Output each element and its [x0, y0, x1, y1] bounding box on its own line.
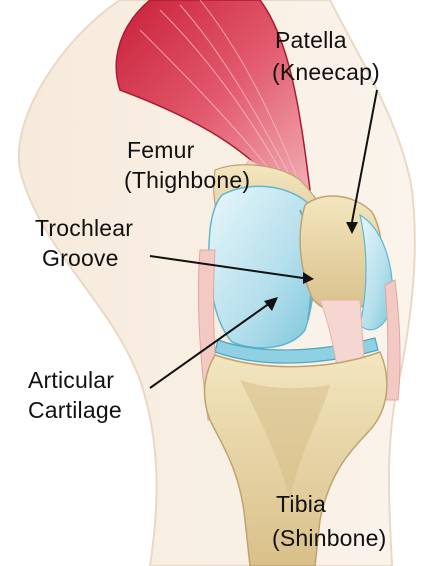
tibia-label: Tibia — [276, 491, 326, 517]
patella-sublabel: (Kneecap) — [272, 59, 380, 85]
femur-label: Femur — [127, 137, 195, 163]
patella-label: Patella — [275, 27, 347, 53]
articular-label: Articular — [28, 367, 114, 393]
articular-sublabel: Cartilage — [28, 397, 122, 423]
femur-sublabel: (Thighbone) — [124, 167, 250, 193]
tibia-sublabel: (Shinbone) — [272, 525, 387, 551]
trochlear-label: Trochlear — [35, 215, 133, 241]
trochlear-sublabel: Groove — [42, 245, 119, 271]
